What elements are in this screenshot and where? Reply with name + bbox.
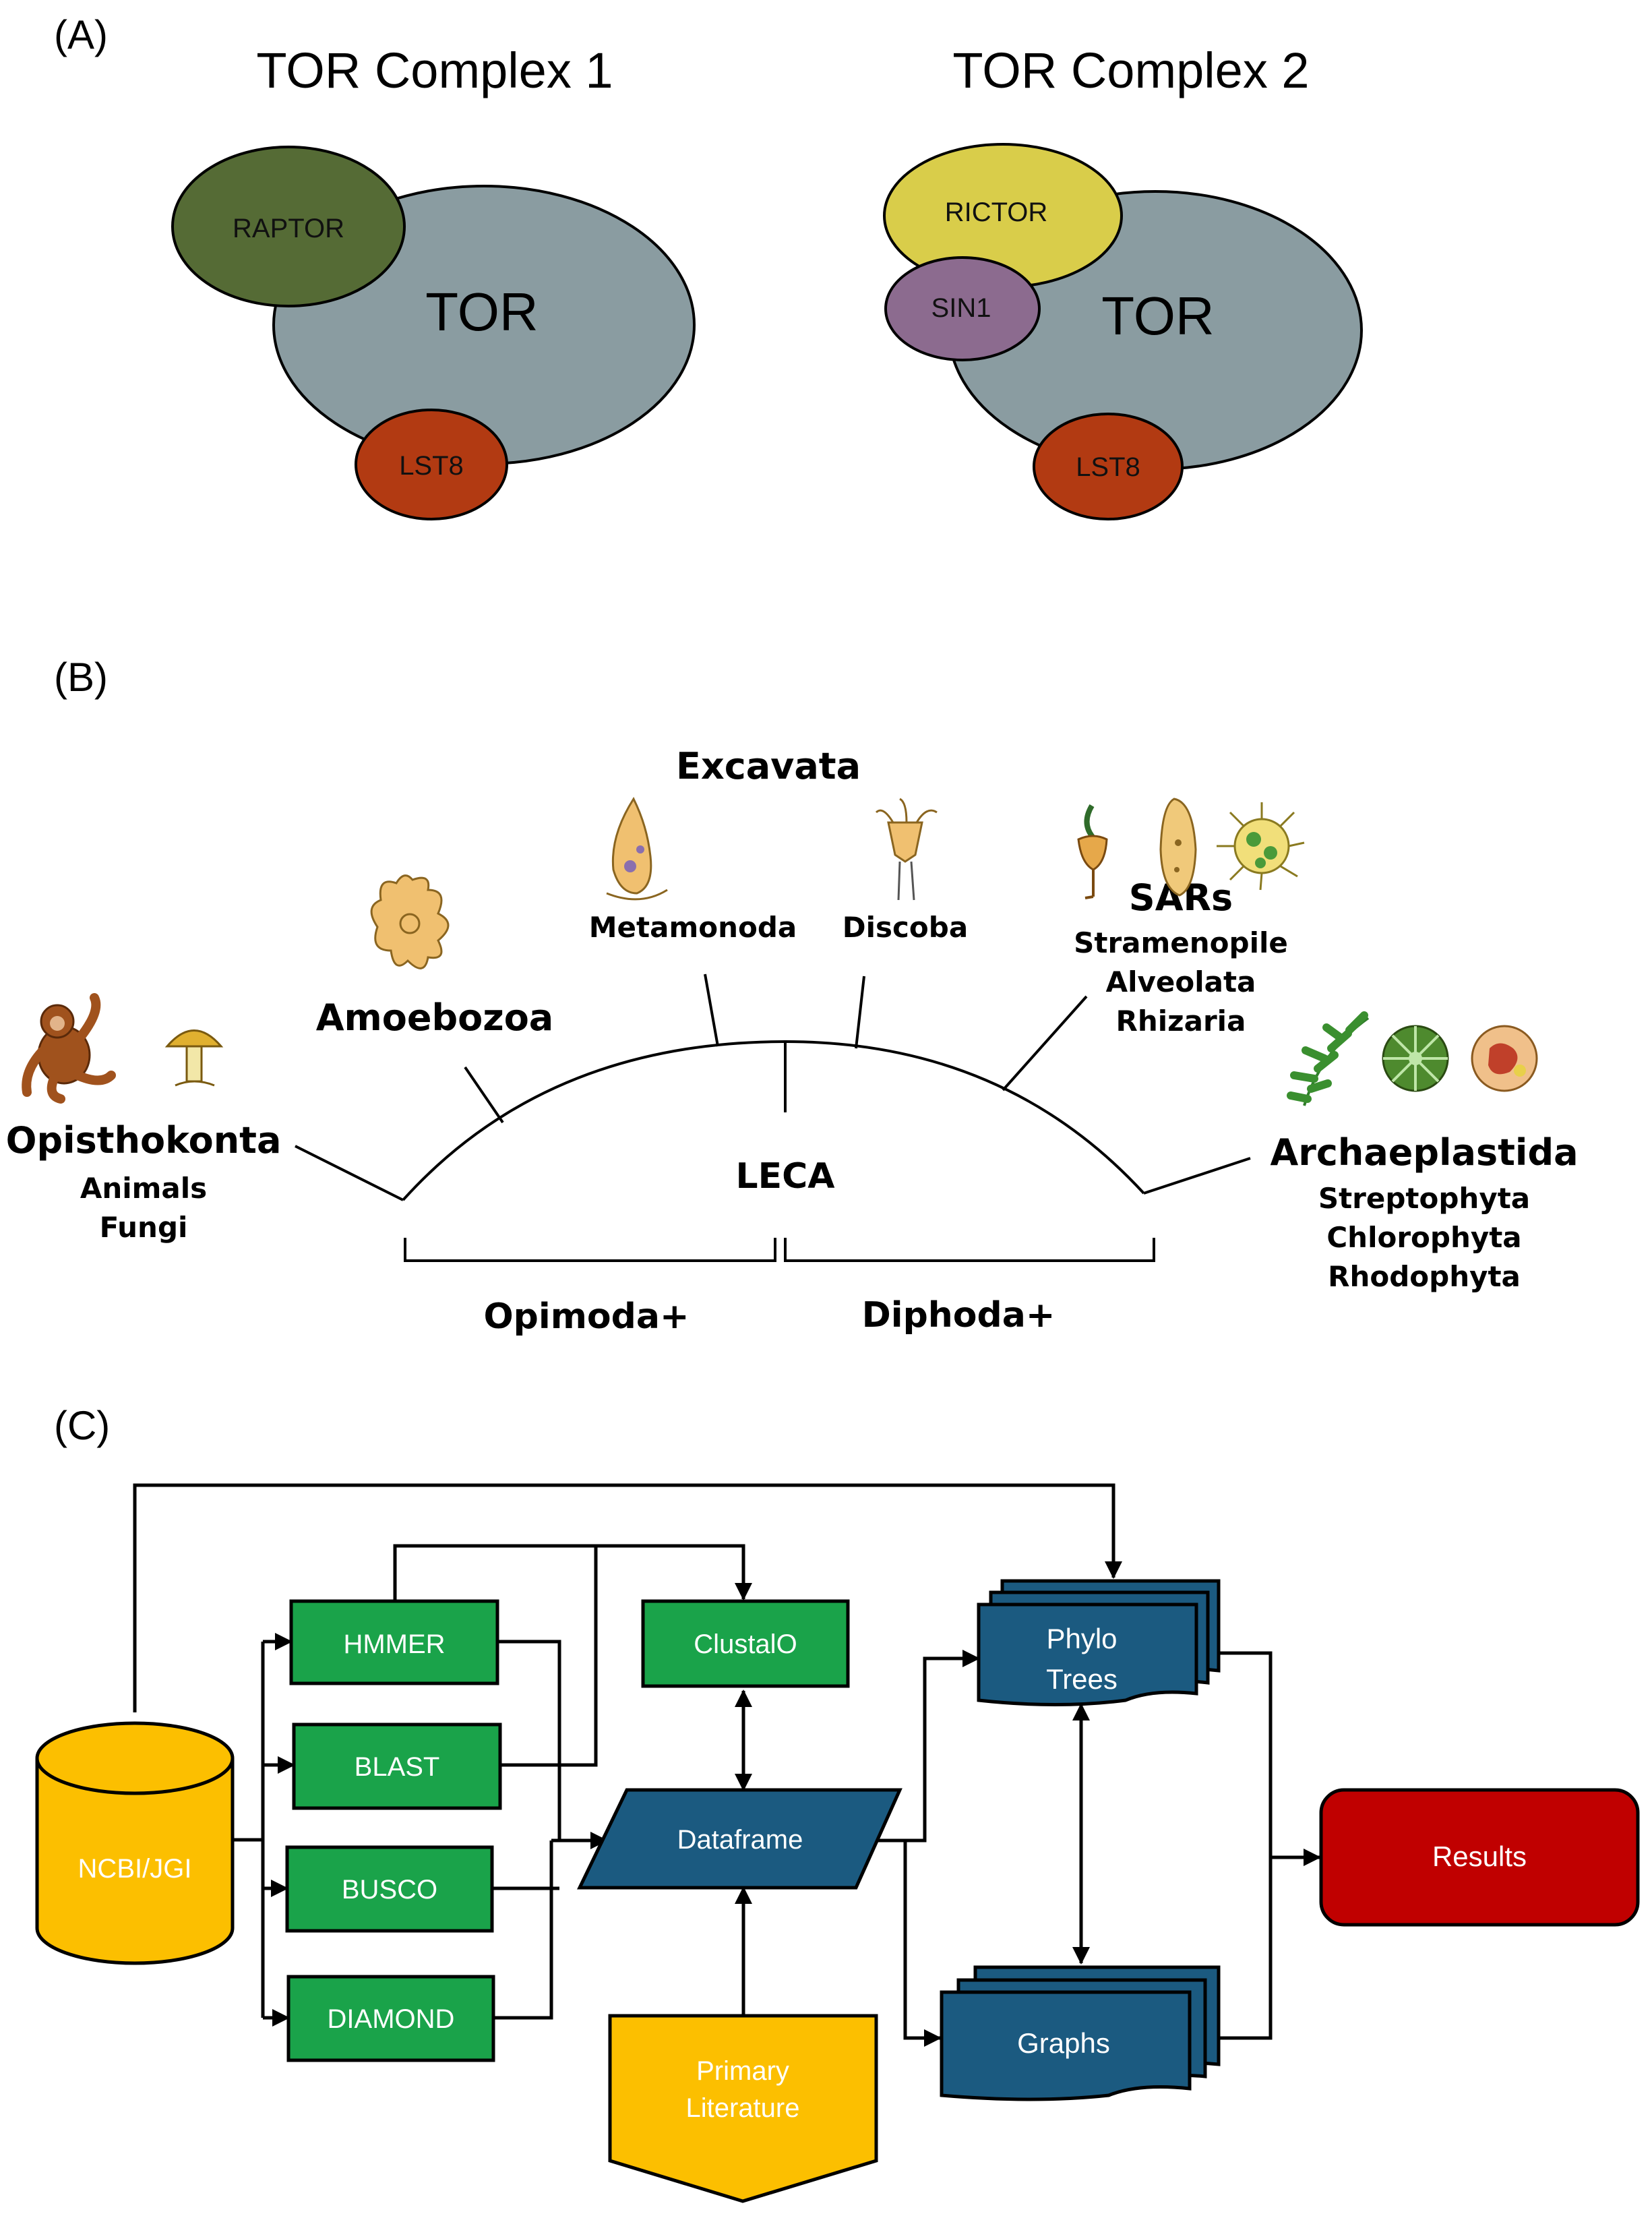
diamond-box: DIAMOND [286, 1975, 495, 2062]
phylo-trees-node: Phylo Trees [977, 1579, 1221, 1706]
clustalo-box: ClustalO [641, 1599, 850, 1688]
rictor-label: RICTOR [945, 198, 1048, 227]
diphoda-label: Diphoda+ [862, 1295, 1056, 1336]
metamonad-icon [606, 796, 668, 901]
orangutan-icon [22, 993, 116, 1104]
blast-box: BLAST [292, 1723, 502, 1810]
panel-b: (B) LECA Opimoda+ Diphoda+ Opisthokonta … [6, 655, 1579, 1337]
dataframe-label: Dataframe [677, 1825, 803, 1855]
lst8-label: LST8 [399, 451, 464, 481]
primary-literature-line1: Primary [696, 2056, 789, 2086]
sars-branch [1002, 995, 1088, 1091]
blast-label: BLAST [355, 1752, 440, 1782]
tor-label: TOR [1101, 286, 1214, 346]
sin1-label: SIN1 [931, 293, 991, 323]
diphoda-bracket [784, 1238, 1155, 1262]
archaeplastida-sub: Streptophyta [1318, 1182, 1530, 1215]
diamond-out [493, 1840, 553, 2020]
discoba-label: Discoba [843, 911, 968, 944]
primary-literature-node: Primary Literature [608, 2014, 878, 2203]
lst8-label: LST8 [1076, 452, 1140, 482]
clustalo-label: ClustalO [694, 1629, 797, 1659]
archaeplastida-label: Archaeplastida [1270, 1131, 1578, 1174]
discoba-icon [875, 798, 938, 901]
green-alga-icon [1382, 1025, 1449, 1092]
raptor-label: RAPTOR [233, 214, 344, 243]
tor-label: TOR [425, 282, 538, 342]
sars-sub: Stramenopile [1074, 926, 1288, 959]
excavata-label: Excavata [676, 745, 861, 787]
panel-b-label: (B) [54, 655, 108, 700]
archaeplastida-sub: Rhodophyta [1328, 1260, 1521, 1293]
amoebozoa-branch [464, 1066, 504, 1124]
phylo-out [1219, 1651, 1273, 2040]
panel-a: (A) TOR Complex 1 TOR RAPTOR LST8 TOR Co… [54, 12, 1363, 520]
amoebozoa-label: Amoebozoa [316, 996, 554, 1039]
results-label: Results [1432, 1840, 1527, 1872]
opisthokonta-sub: Fungi [100, 1211, 188, 1244]
ncbi-jgi-database: NCBI/JGI [35, 1721, 235, 1965]
complex1-title: TOR Complex 1 [256, 42, 613, 98]
dataframe-to-graphs-arrow [903, 1840, 942, 2047]
panel-c: (C) [35, 1403, 1640, 2203]
busco-label: BUSCO [342, 1875, 437, 1905]
hmmer-label: HMMER [343, 1629, 445, 1659]
stramenopile-icon [1077, 804, 1108, 899]
raptor-subunit [171, 146, 406, 307]
dataframe-node: Dataframe [577, 1788, 903, 1890]
connectors [133, 1483, 1321, 2047]
archaeplastida-sub: Chlorophyta [1326, 1221, 1521, 1254]
results-node: Results [1319, 1788, 1640, 1927]
opisthokonta-branch [295, 1145, 404, 1201]
fern-icon [1287, 1011, 1370, 1106]
alveolate-icon [1159, 798, 1197, 897]
amoeba-icon [370, 874, 450, 969]
blast-out [500, 1546, 598, 1767]
sars-sub: Rhizaria [1116, 1005, 1246, 1038]
graphs-label: Graphs [1017, 2027, 1110, 2059]
panel-c-label: (C) [54, 1403, 110, 1448]
red-alga-icon [1471, 1025, 1538, 1092]
hmmer-out [497, 1640, 561, 1840]
primary-literature-line2: Literature [686, 2093, 800, 2123]
diamond-label: DIAMOND [328, 2004, 455, 2034]
dataframe-out [876, 1650, 980, 1843]
complex2-title: TOR Complex 2 [952, 42, 1309, 98]
lst8-subunit [355, 409, 508, 520]
to-clustalo-arrow [393, 1544, 752, 1605]
opimoda-label: Opimoda+ [483, 1296, 689, 1337]
graphs-node: Graphs [940, 1965, 1221, 2101]
mushroom-icon [164, 1029, 224, 1087]
rhizaria-icon [1217, 802, 1305, 891]
metamonoda-branch [704, 974, 719, 1047]
busco-box: BUSCO [285, 1845, 494, 1933]
phylo-trees-line2: Trees [1046, 1663, 1118, 1695]
ncbi-to-phylo-arrow [133, 1483, 1122, 1712]
opisthokonta-label: Opisthokonta [6, 1119, 282, 1162]
ncbi-jgi-label: NCBI/JGI [78, 1854, 192, 1884]
phylo-trees-line1: Phylo [1046, 1623, 1117, 1654]
metamonoda-label: Metamonoda [589, 911, 797, 944]
opimoda-bracket [404, 1238, 776, 1262]
hmmer-box: HMMER [289, 1599, 499, 1685]
panel-a-label: (A) [54, 12, 108, 57]
sin1-subunit [884, 256, 1041, 361]
lst8-subunit [1033, 413, 1184, 520]
opisthokonta-sub: Animals [80, 1172, 207, 1205]
leca-label: LECA [735, 1156, 834, 1197]
eukaryote-tree [295, 974, 1251, 1262]
discoba-branch [855, 976, 865, 1049]
archaeplastida-branch [1143, 1157, 1251, 1195]
sars-sub: Alveolata [1106, 965, 1256, 998]
